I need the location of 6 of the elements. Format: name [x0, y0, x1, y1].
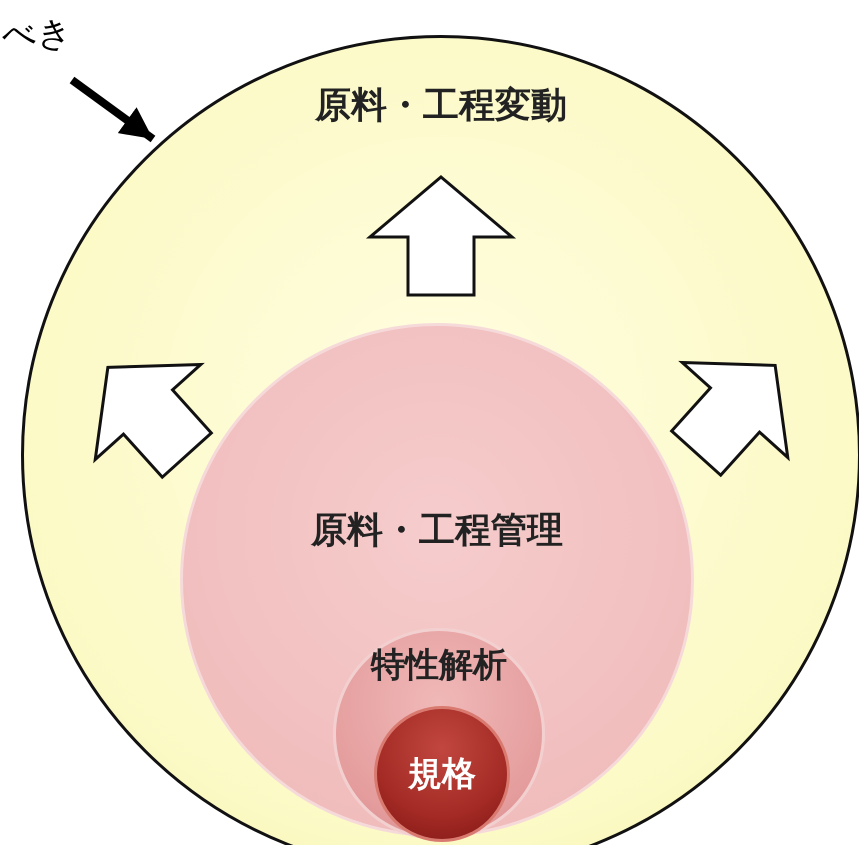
- circle-label: 特性解析: [371, 648, 507, 682]
- note-text: べき: [2, 12, 78, 56]
- circle-label: 規格: [408, 757, 476, 791]
- circle-label: 原料・工程変動: [315, 88, 567, 124]
- circle-label: 原料・工程管理: [311, 513, 563, 549]
- leader-arrow: [70, 76, 156, 142]
